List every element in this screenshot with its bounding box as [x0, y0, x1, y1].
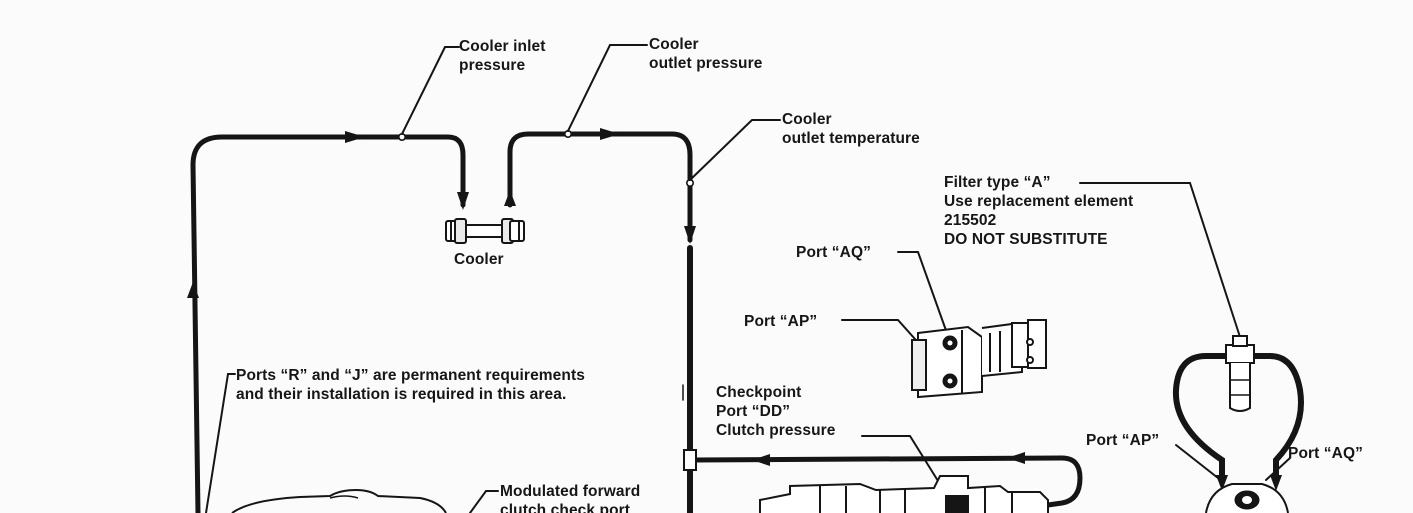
cooler-outlet-temperature-label: Cooler outlet temperature	[782, 110, 920, 148]
label-line: outlet temperature	[782, 130, 920, 147]
port-aq-lower-label: Port “AQ”	[1288, 445, 1363, 462]
filter-type-a-label: Filter type “A” Use replacement element …	[944, 173, 1133, 249]
label-line: DO NOT SUBSTITUTE	[944, 231, 1108, 248]
valve-body-upper	[911, 319, 1047, 399]
cooler-outlet-pressure-label: Cooler outlet pressure	[649, 35, 762, 73]
label-line: Port “DD”	[716, 403, 791, 420]
cooler-component	[445, 218, 525, 244]
label-line: Cooler	[649, 36, 699, 53]
label-line: pressure	[459, 57, 526, 74]
cooler-label: Cooler	[454, 251, 504, 268]
flow-arrows	[187, 128, 1282, 491]
label-line: Ports “R” and “J” are permanent requirem…	[236, 367, 585, 384]
tee-junction	[683, 449, 697, 471]
label-line: Cooler inlet	[459, 38, 546, 55]
label-line: 215502	[944, 212, 997, 229]
label-line: Use replacement element	[944, 193, 1134, 210]
ports-r-j-note: Ports “R” and “J” are permanent requirem…	[236, 366, 585, 404]
label-line: Clutch pressure	[716, 422, 836, 439]
transmission-housing-lower	[231, 488, 447, 513]
label-line: Cooler	[782, 111, 832, 128]
label-line: outlet pressure	[649, 55, 763, 72]
label-line: and their installation is required in th…	[236, 386, 567, 403]
port-aq-upper-label: Port “AQ”	[796, 244, 871, 261]
checkpoint-dd-label: Checkpoint Port “DD” Clutch pressure	[716, 383, 836, 440]
label-line: Filter type “A”	[944, 174, 1051, 191]
clutch-valve-lower	[759, 475, 1049, 513]
label-line: Modulated forward	[500, 483, 641, 500]
port-ap-lower-label: Port “AP”	[1086, 432, 1160, 449]
filter-assembly	[1172, 335, 1304, 513]
label-line: Checkpoint	[716, 384, 802, 401]
label-line: clutch check port	[500, 502, 631, 513]
cooler-inlet-pressure-label: Cooler inlet pressure	[459, 37, 545, 75]
modulated-forward-clutch-label: Modulated forward clutch check port	[500, 482, 640, 513]
main-circuit-lines	[190, 131, 1083, 513]
port-ap-upper-label: Port “AP”	[744, 313, 818, 330]
